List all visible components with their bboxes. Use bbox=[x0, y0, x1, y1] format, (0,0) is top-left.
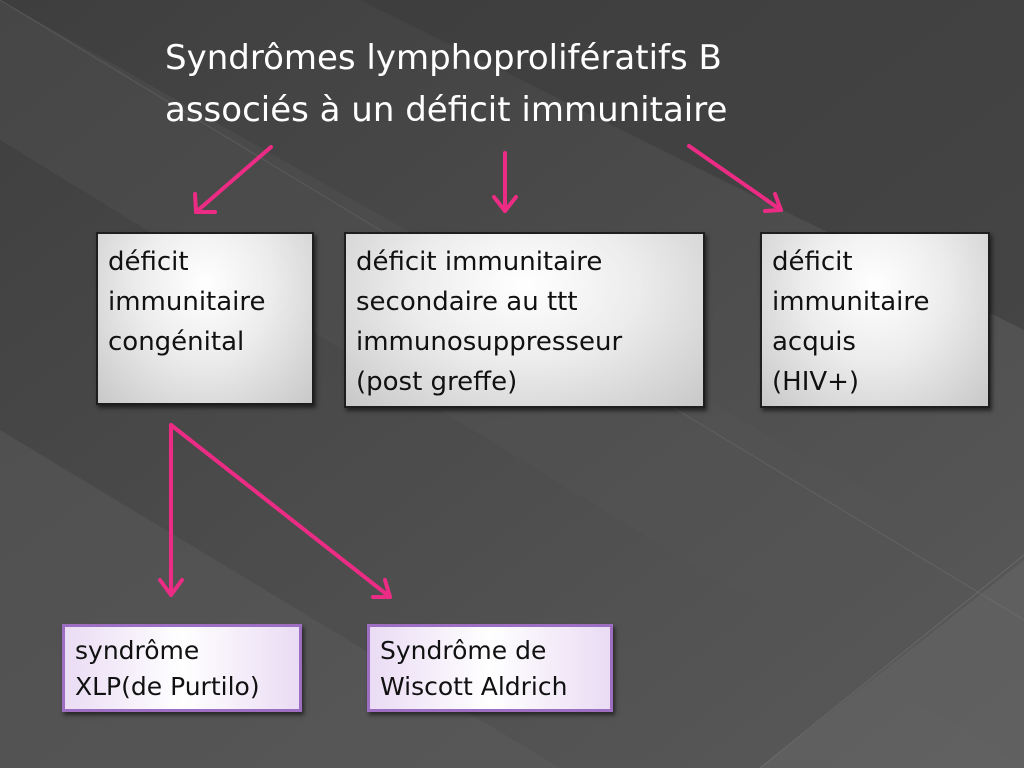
title-line-1: Syndrômes lymphoprolifératifs B bbox=[165, 38, 722, 78]
slide-title: Syndrômes lymphoprolifératifs B associés… bbox=[165, 32, 985, 136]
box-line: congénital bbox=[108, 327, 245, 357]
box-syndrome-xlp: syndrôme XLP(de Purtilo) bbox=[62, 624, 302, 712]
box-line: XLP(de Purtilo) bbox=[75, 672, 260, 701]
arrow-to-acquis bbox=[687, 144, 783, 213]
box-line: Syndrôme de bbox=[380, 636, 547, 665]
title-line-2: associés à un déficit immunitaire bbox=[165, 90, 728, 130]
box-syndrome-wiscott-aldrich: Syndrôme de Wiscott Aldrich bbox=[367, 624, 613, 712]
box-deficit-secondaire: déficit immunitaire secondaire au ttt im… bbox=[344, 232, 705, 408]
box-line: secondaire au ttt bbox=[356, 287, 578, 317]
box-line: immunitaire bbox=[108, 287, 266, 317]
box-deficit-congenital: déficit immunitaire congénital bbox=[96, 232, 314, 405]
box-line: syndrôme bbox=[75, 636, 200, 665]
box-line: immunosuppresseur bbox=[356, 327, 623, 357]
box-line: acquis bbox=[772, 327, 856, 357]
arrow-to-secondaire bbox=[492, 151, 518, 213]
box-line: déficit immunitaire bbox=[356, 247, 603, 277]
box-line: (HIV+) bbox=[772, 367, 860, 397]
box-line: (post greffe) bbox=[356, 367, 518, 397]
arrow-to-xlp bbox=[158, 423, 184, 597]
box-line: déficit bbox=[772, 247, 853, 277]
arrow-to-congenital bbox=[193, 145, 273, 214]
box-line: Wiscott Aldrich bbox=[380, 672, 568, 701]
box-deficit-acquis: déficit immunitaire acquis (HIV+) bbox=[760, 232, 990, 408]
arrow-to-wiscott bbox=[169, 423, 392, 599]
box-line: immunitaire bbox=[772, 287, 930, 317]
box-line: déficit bbox=[108, 247, 189, 277]
